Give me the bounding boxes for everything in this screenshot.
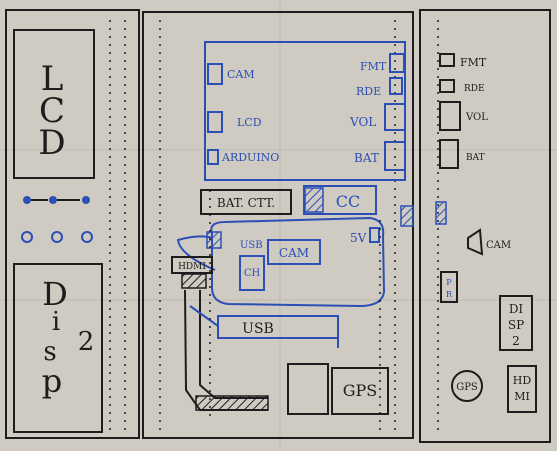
- five-v-label: 5V: [350, 231, 367, 245]
- right-label-bat: BAT: [466, 153, 485, 163]
- vol-knob: [440, 102, 460, 130]
- cam-module-label: CAM: [279, 246, 309, 260]
- ch-label: CH: [244, 268, 261, 279]
- gps-label: GPS: [343, 381, 378, 400]
- hdmi-label: HDMI: [178, 262, 206, 272]
- hdmi-cable: [196, 396, 268, 410]
- board-label-lcd: LCD: [237, 116, 262, 129]
- cc-label: CC: [336, 192, 360, 211]
- right-label-fmt: FMT: [460, 56, 487, 69]
- led-row-outline: [22, 232, 92, 242]
- fmt-connector: [390, 54, 404, 72]
- board-label-vol: VOL: [349, 115, 376, 129]
- right-disp2-2: 2: [512, 334, 520, 348]
- camera-lens-icon: [468, 230, 482, 254]
- rde-button: [440, 80, 454, 92]
- pr-letter-p: P: [446, 278, 452, 287]
- usb-big-label: USB: [242, 321, 274, 337]
- right-gps-label: GPS: [456, 382, 478, 393]
- cam-connector: [208, 64, 222, 84]
- right-hdmi-box: [508, 366, 536, 412]
- right-label-rde: RDE: [464, 84, 485, 94]
- right-hdmi-mi: MI: [514, 390, 530, 403]
- right-disp2-di: DI: [509, 302, 524, 316]
- right-label-vol: VOL: [465, 112, 488, 123]
- board-label-bat: BAT: [354, 151, 379, 165]
- disp2-number: 2: [78, 327, 95, 357]
- bat-ctl-label: BAT. CTT.: [217, 196, 275, 210]
- usb-small-label: USB: [240, 240, 263, 251]
- right-panel: FMT RDE VOL BAT CAM P R DI SP 2 GPS HD M…: [420, 10, 550, 442]
- led-row-filled: [23, 196, 90, 204]
- lcd-connector: [208, 112, 222, 132]
- board-label-rde: RDE: [356, 85, 381, 98]
- right-hdmi-hd: HD: [513, 374, 532, 387]
- lcd-letter-d: D: [38, 123, 65, 163]
- gps-antenna-box: [288, 364, 328, 414]
- board-label-arduino: ARDUINO: [221, 151, 279, 164]
- left-panel: L C D D i s p 2: [6, 10, 139, 438]
- arduino-connector: [208, 150, 218, 164]
- side-connector: [401, 206, 413, 226]
- right-disp2-sp: SP: [508, 318, 524, 332]
- fmt-button: [440, 54, 454, 66]
- right-label-cam: CAM: [486, 240, 511, 251]
- rde-connector: [390, 78, 402, 94]
- bat-indicator: [440, 140, 458, 168]
- disp2-letter-p: p: [42, 362, 62, 400]
- disp2-letter-i: i: [52, 307, 60, 337]
- usb-big-box: [218, 316, 338, 338]
- board-label-fmt: FMT: [360, 60, 387, 73]
- center-panel: CAM LCD ARDUINO FMT RDE VOL BAT BAT. CTT…: [143, 12, 413, 438]
- pr-letter-r: R: [446, 290, 453, 299]
- board-label-cam: CAM: [227, 68, 255, 81]
- right-side-connector: [436, 202, 446, 224]
